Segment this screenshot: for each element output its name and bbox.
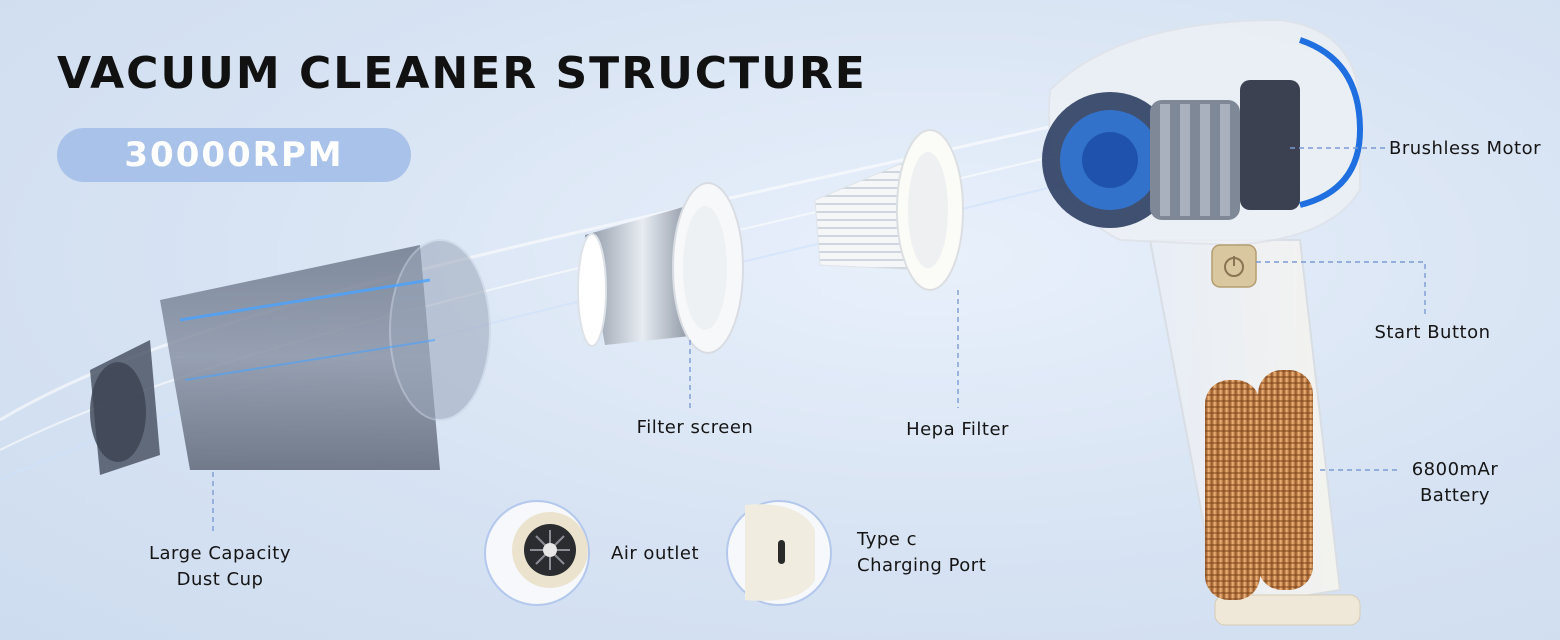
rpm-badge: 30000RPM bbox=[57, 128, 411, 182]
battery-label: 6800mAr Battery bbox=[1400, 457, 1510, 509]
type-c-thumbnail bbox=[727, 501, 831, 605]
vacuum-body-art bbox=[1042, 20, 1360, 625]
rpm-badge-text: 30000RPM bbox=[124, 135, 343, 175]
brushless-motor-label: Brushless Motor bbox=[1389, 136, 1541, 162]
hepa-filter-label: Hepa Filter bbox=[880, 417, 1035, 443]
page-title: VACUUM CLEANER STRUCTURE bbox=[57, 48, 867, 99]
start-button-label: Start Button bbox=[1360, 320, 1505, 346]
filter-screen-label: Filter screen bbox=[610, 415, 780, 441]
dust-cup-art bbox=[90, 240, 490, 475]
hepa-filter-art bbox=[815, 130, 963, 290]
type-c-label: Type c Charging Port bbox=[857, 527, 986, 579]
air-outlet-thumbnail bbox=[485, 501, 589, 605]
dust-cup-label: Large Capacity Dust Cup bbox=[120, 541, 320, 593]
air-outlet-label: Air outlet bbox=[611, 541, 699, 567]
filter-screen-art bbox=[578, 183, 743, 353]
